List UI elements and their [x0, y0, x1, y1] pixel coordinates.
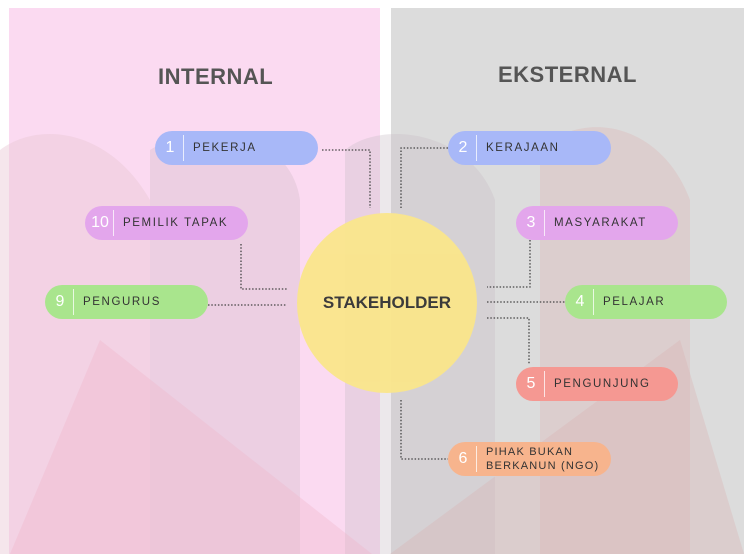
node-number: 1: [155, 135, 184, 161]
node-kerajaan: 2 KERAJAAN: [448, 131, 611, 165]
node-number: 9: [45, 289, 74, 315]
internal-heading: INTERNAL: [158, 64, 274, 89]
node-label: PENGUNJUNG: [554, 378, 651, 390]
node-number: 4: [565, 289, 594, 315]
node-number: 10: [85, 210, 114, 236]
node-pekerja: 1 PEKERJA: [155, 131, 318, 165]
node-label: PEKERJA: [193, 142, 257, 154]
node-pengunjung: 5 PENGUNJUNG: [516, 367, 678, 401]
node-number: 5: [516, 371, 545, 397]
node-label: PEMILIK TAPAK: [123, 217, 229, 229]
node-pelajar: 4 PELAJAR: [565, 285, 727, 319]
stakeholder-label: STAKEHOLDER: [322, 293, 452, 312]
node-label: PIHAK BUKAN BERKANUN (NGO): [486, 446, 600, 472]
node-pemilik-tapak: 10 PEMILIK TAPAK: [85, 206, 248, 240]
node-label: MASYARAKAT: [554, 217, 647, 229]
node-label: PENGURUS: [83, 296, 161, 308]
node-label: KERAJAAN: [486, 142, 560, 154]
node-masyarakat: 3 MASYARAKAT: [516, 206, 678, 240]
external-heading: EKSTERNAL: [498, 62, 637, 87]
node-number: 2: [448, 135, 477, 161]
stakeholder-circle: STAKEHOLDER: [297, 213, 477, 393]
node-pihak-bukan-berkanun: 6 PIHAK BUKAN BERKANUN (NGO): [448, 442, 611, 476]
node-number: 3: [516, 210, 545, 236]
node-number: 6: [448, 446, 477, 472]
node-label: PELAJAR: [603, 296, 666, 308]
node-pengurus: 9 PENGURUS: [45, 285, 208, 319]
